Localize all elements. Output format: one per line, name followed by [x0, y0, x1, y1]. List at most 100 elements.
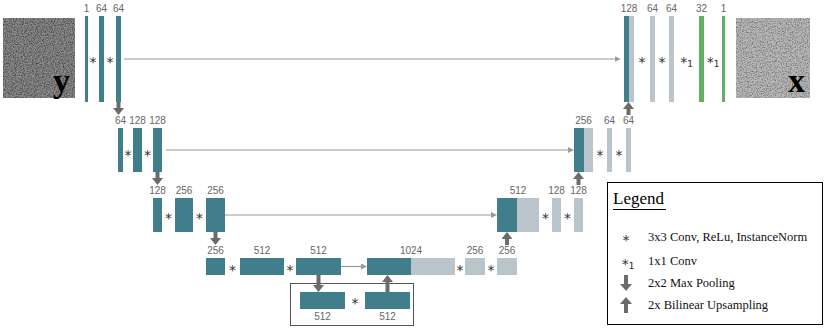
feature-map-bar: [722, 16, 725, 102]
operator-symbol-box: *₁: [680, 55, 693, 69]
feature-map-bar: [240, 258, 284, 275]
operator-symbol-box: *: [196, 211, 203, 225]
operator-symbol: *₁: [707, 55, 720, 69]
operator-symbol: *₁: [622, 257, 635, 271]
operator-symbol: *: [542, 211, 549, 225]
channel-block: [367, 258, 411, 275]
channel-count: 256: [175, 185, 193, 196]
sampling-arrow: [156, 172, 160, 178]
bottleneck-frame: [291, 284, 414, 326]
channel-count: 32: [696, 3, 707, 14]
operator-symbol: *: [287, 263, 294, 277]
operator-symbol: *: [639, 55, 646, 69]
channel-block: [365, 292, 410, 309]
channel-count: 128: [621, 3, 638, 14]
operator-symbol: *: [616, 148, 623, 162]
legend-frame: [608, 183, 823, 325]
feature-map: 128: [570, 185, 587, 232]
operator-symbol-box: *: [542, 211, 549, 225]
operator-symbol: *: [107, 55, 114, 69]
feature-map-bar: [296, 258, 341, 275]
legend-text: 2x2 Max Pooling: [648, 275, 735, 291]
feature-map-bar: [206, 258, 225, 275]
channel-block: [118, 128, 123, 172]
channel-block: [99, 16, 104, 102]
operator-symbol-box: *: [616, 148, 623, 162]
channel-block: [607, 128, 612, 172]
channel-count: 64: [623, 115, 634, 126]
channel-block: [584, 128, 593, 172]
operator-symbol-box: *₁: [622, 257, 635, 271]
sampling-arrow: [577, 179, 581, 185]
feature-map: 1024: [367, 245, 455, 275]
legend-up-arrow: [624, 304, 628, 313]
operator-symbol-box: *: [623, 233, 630, 247]
channel-block: [517, 198, 539, 232]
channel-count: 64: [115, 115, 126, 126]
legend-entry: 2x Bilinear Upsampling: [648, 297, 768, 313]
channel-block: [296, 258, 341, 275]
feature-map-bar: [300, 292, 345, 309]
channel-block: [574, 198, 583, 232]
operator-symbol: *: [564, 211, 571, 225]
channel-block: [116, 16, 121, 102]
output-image: x: [736, 18, 810, 98]
feature-map: 256: [206, 245, 225, 275]
operator-symbol: *: [90, 55, 97, 69]
feature-map: 128: [548, 185, 565, 232]
operator-symbol-box: *: [125, 148, 132, 162]
operator-symbol-box: *: [287, 263, 294, 277]
feature-map-bar: [118, 128, 123, 172]
feature-map-bar: [116, 16, 121, 102]
operator-symbol: *: [125, 148, 132, 162]
channel-block: [699, 16, 704, 102]
channel-count: 64: [647, 3, 658, 14]
channel-block: [650, 16, 655, 102]
sampling-arrow: [505, 239, 509, 245]
legend-down-arrow: [624, 275, 628, 284]
legend-entry: 3x3 Conv, ReLu, InstanceNorm: [648, 229, 807, 245]
operator-symbol-box: *: [457, 263, 464, 277]
sampling-arrow: [627, 109, 631, 115]
input-image: y: [3, 18, 75, 98]
feature-map-bar: [175, 198, 193, 232]
feature-map: 512: [296, 245, 341, 275]
channel-count: 512: [296, 245, 341, 256]
feature-map-bar: [367, 258, 455, 275]
channel-block: [153, 198, 162, 232]
channel-count: 1: [721, 3, 727, 14]
channel-block: [85, 16, 88, 102]
feature-map: 128: [149, 185, 166, 232]
sampling-arrow: [214, 232, 218, 238]
output-image-noise: [736, 18, 810, 98]
channel-block: [206, 198, 225, 232]
feature-map-bar: [133, 128, 142, 172]
channel-block: [206, 258, 225, 275]
operator-symbol-box: *: [107, 55, 114, 69]
feature-map: 128: [149, 115, 166, 172]
legend-title: Legend: [613, 189, 666, 210]
operator-symbol-box: *: [90, 55, 97, 69]
channel-count: 256: [206, 245, 225, 256]
channel-block: [574, 128, 584, 172]
operator-symbol-box: *: [597, 148, 604, 162]
channel-block: [722, 16, 725, 102]
output-image-ground: [736, 18, 810, 98]
feature-map: 64: [623, 115, 634, 172]
feature-map: 512: [497, 185, 539, 232]
feature-map: 64: [96, 3, 107, 102]
image-letter: x: [788, 66, 810, 98]
channel-count: 256: [497, 245, 517, 256]
channel-block: [175, 198, 193, 232]
channel-count: 512: [240, 245, 284, 256]
feature-map: 64: [115, 115, 126, 172]
legend-up-arrowhead: [620, 297, 632, 304]
channel-count: 128: [149, 115, 166, 126]
channel-count: 512: [365, 311, 410, 322]
feature-map-bar: [574, 128, 593, 172]
channel-block: [240, 258, 284, 275]
input-image-noise: [3, 18, 75, 98]
channel-count: 256: [465, 245, 485, 256]
feature-map: 64: [666, 3, 677, 102]
